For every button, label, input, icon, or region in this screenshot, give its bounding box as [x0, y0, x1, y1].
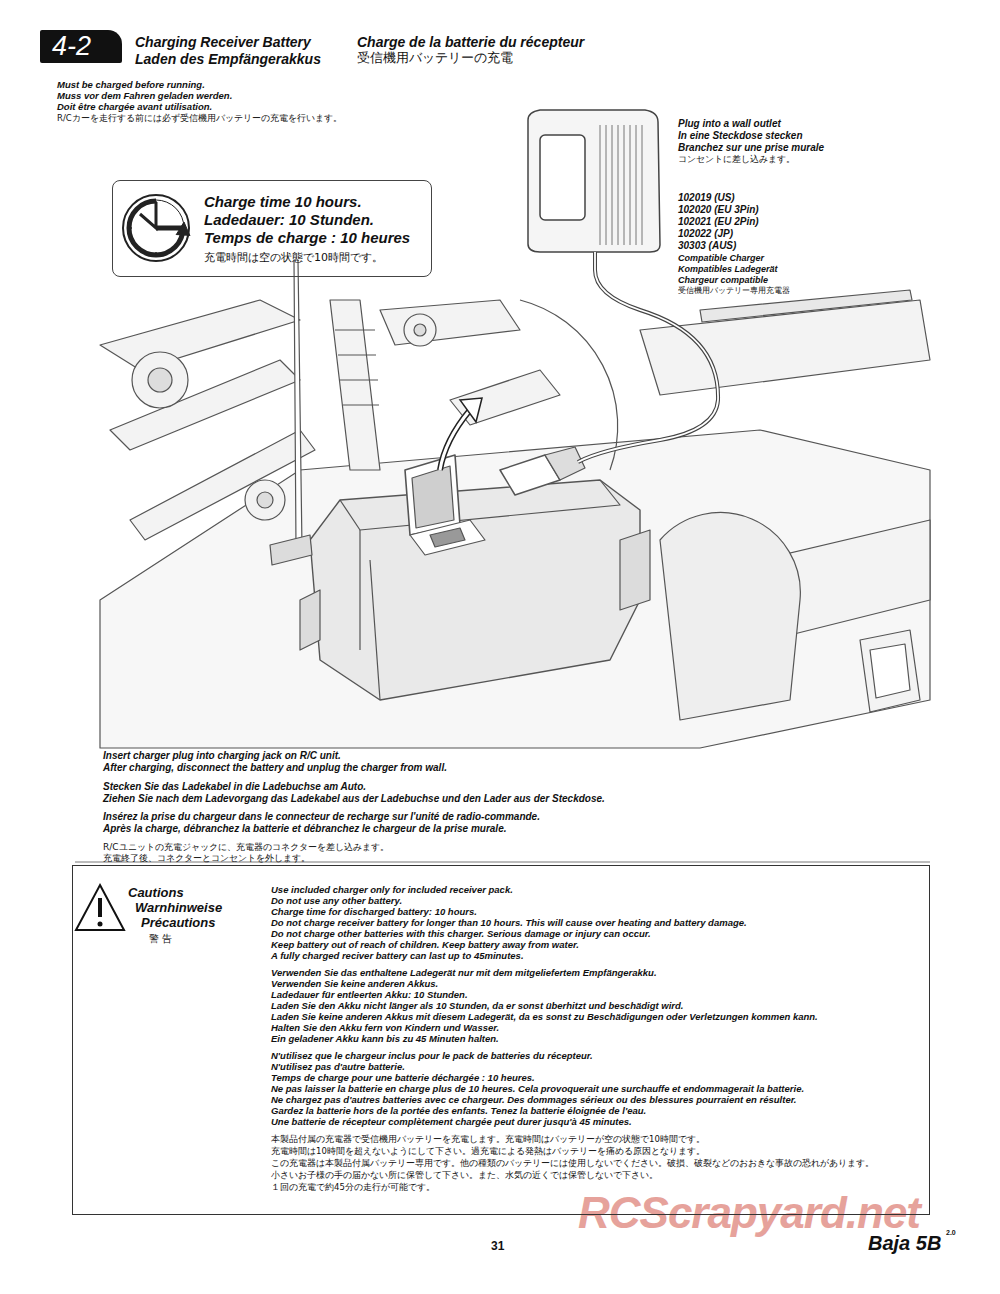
caution-line: Gardez la batterie hors de la portée des…: [271, 1105, 921, 1116]
instruction: Plug into a wall outlet: [678, 118, 781, 130]
caution-line: Keep battery out of reach of children. K…: [271, 939, 921, 950]
caution-line: Verwenden Sie keine anderen Akkus.: [271, 978, 921, 989]
section-title: Charging Receiver Battery: [135, 34, 311, 50]
part-caption: 受信機用バッテリー専用充電器: [678, 286, 790, 295]
section-tab: 4-2: [40, 30, 122, 63]
caution-line: Ein geladener Akku kann bis zu 45 Minute…: [271, 1033, 921, 1044]
caution-line: N'utilisez pas d'autre batterie.: [271, 1061, 921, 1072]
caution-line: Une batterie de récepteur complètement c…: [271, 1116, 921, 1127]
instruction: Ziehen Sie nach dem Ladevorgang das Lade…: [103, 793, 605, 805]
charge-time-text: Charge time 10 hours.: [204, 193, 362, 210]
section-title: Charge de la batterie du récepteur: [357, 34, 584, 50]
instruction: Insert charger plug into charging jack o…: [103, 750, 341, 762]
charge-time-text: 充電時間は空の状態で10時間です。: [204, 250, 383, 266]
caution-line: Do not use any other battery.: [271, 895, 921, 906]
part-number: 30303 (AUS): [678, 240, 736, 252]
watermark: RCScrapyard.net: [578, 1188, 920, 1239]
note: R/Cカーを走行する前には必ず受信機用バッテリーの充電を行います。: [57, 114, 342, 124]
instruction: Stecken Sie das Ladekabel in die Ladebuc…: [103, 781, 366, 793]
charge-time-text: Temps de charge : 10 heures: [204, 229, 410, 246]
caution-line: Laden Sie keine anderen Akkus mit diesem…: [271, 1011, 921, 1022]
page-number: 31: [491, 1240, 504, 1254]
cautions-heading: Cautions: [128, 886, 184, 901]
part-number: 102020 (EU 3Pin): [678, 204, 759, 216]
caution-line: Laden Sie den Akku nicht länger als 10 S…: [271, 1000, 921, 1011]
instruction: コンセントに差し込みます。: [678, 154, 795, 164]
note: Muss vor dem Fahren geladen werden.: [57, 91, 232, 102]
note: Must be charged before running.: [57, 80, 205, 91]
note: Doit être chargée avant utilisation.: [57, 102, 212, 113]
instruction: In eine Steckdose stecken: [678, 130, 803, 142]
cautions-box: CautionsWarnhinweisePrécautions 警 告 Use in…: [72, 865, 930, 1215]
caution-line: 本製品付属の充電器で受信機用バッテリーを充電します。充電時間はバッテリーが空の状…: [271, 1133, 921, 1145]
instruction: Après la charge, débranchez la batterie …: [103, 823, 507, 835]
instruction: R/Cユニットの充電ジャックに、充電器のコネクターを差し込みます。: [103, 842, 389, 852]
part-number: 102022 (JP): [678, 228, 733, 240]
caution-line: Verwenden Sie das enthaltene Ladegerät n…: [271, 967, 921, 978]
section-title: 受信機用バッテリーの充電: [357, 51, 513, 66]
cautions-body: Use included charger only for included r…: [271, 884, 921, 1193]
caution-line: A fully charged reciver battery can last…: [271, 950, 921, 961]
charge-time-text: Ladedauer: 10 Stunden.: [204, 211, 374, 228]
cautions-heading: Warnhinweise: [135, 901, 222, 916]
caution-line: Ne pas laisser la batterie en charge plu…: [271, 1083, 921, 1094]
logo-version: 2.0: [946, 1229, 956, 1237]
section-number: 4-2: [52, 31, 108, 61]
section-title: Laden des Empfängerakkus: [135, 51, 321, 67]
caution-line: Do not charge other batteries with this …: [271, 928, 921, 939]
part-number: 102021 (EU 2Pin): [678, 216, 759, 228]
cautions-heading: Précautions: [141, 916, 215, 931]
charge-time-box: Charge time 10 hours.Ladedauer: 10 Stund…: [112, 180, 432, 277]
caution-line: この充電器は本製品付属バッテリー専用です。他の種類のバッテリーには使用しないでく…: [271, 1157, 921, 1169]
instruction: After charging, disconnect the battery a…: [103, 762, 447, 774]
caution-line: Halten Sie den Akku fern von Kindern und…: [271, 1022, 921, 1033]
caution-line: Ne chargez pas d'autres batteries avec c…: [271, 1094, 921, 1105]
caution-line: N'utilisez que le chargeur inclus pour l…: [271, 1050, 921, 1061]
instruction: Insérez la prise du chargeur dans le con…: [103, 811, 540, 823]
caution-line: 充電時間は10時間を超えないようにして下さい。過充電による発熱はバッテリーを痛め…: [271, 1145, 921, 1157]
part-caption: Kompatibles Ladegerät: [678, 264, 778, 274]
part-caption: Compatible Charger: [678, 253, 764, 263]
caution-line: 小さいお子様の手の届かない所に保管して下さい。また、水気の近くでは保管しないで下…: [271, 1169, 921, 1181]
caution-line: １回の充電で約45分の走行が可能です。: [271, 1181, 921, 1193]
instruction: Branchez sur une prise murale: [678, 142, 824, 154]
caution-line: Do not charge receiver battery for longe…: [271, 917, 921, 928]
caution-line: Temps de charge pour une batterie déchar…: [271, 1072, 921, 1083]
instruction: 充電終了後、コネクターとコンセントを外します。: [103, 853, 310, 863]
part-number: 102019 (US): [678, 192, 735, 204]
cautions-heading: 警 告: [149, 933, 172, 945]
caution-line: Ladedauer für entleerten Akku: 10 Stunde…: [271, 989, 921, 1000]
caution-line: Use included charger only for included r…: [271, 884, 921, 895]
part-caption: Chargeur compatible: [678, 275, 768, 285]
caution-line: Charge time for discharged battery: 10 h…: [271, 906, 921, 917]
